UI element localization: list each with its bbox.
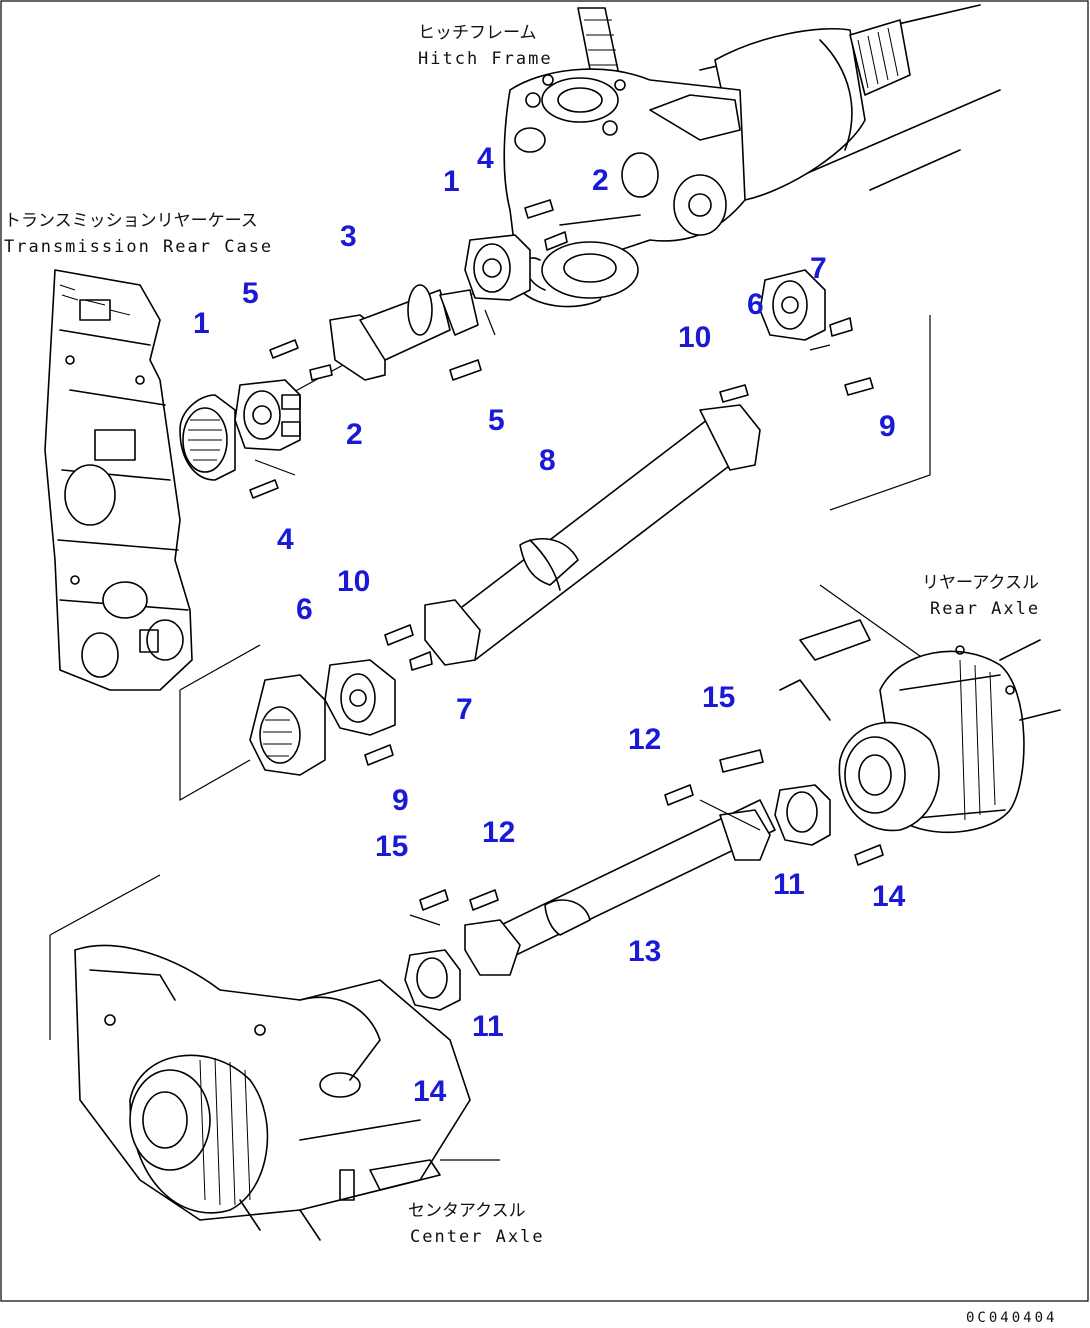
rear-axle-label-jp: リヤーアクスル xyxy=(922,573,1039,593)
callout-8: 8 xyxy=(539,444,556,477)
callout-1-upper: 1 xyxy=(443,165,460,198)
callout-2-upper: 2 xyxy=(592,164,609,197)
lower-shaft-assembly xyxy=(399,749,884,1056)
callout-15-upper: 15 xyxy=(702,681,735,714)
center-axle-label-jp: センタアクスル xyxy=(408,1201,526,1221)
rear-axle-drawing xyxy=(779,584,1061,834)
callout-9-upper: 9 xyxy=(879,410,896,443)
callout-13: 13 xyxy=(628,935,661,968)
hitch-frame-label-en: Hitch Frame xyxy=(418,49,553,69)
callout-11-right: 11 xyxy=(773,868,805,901)
callout-5-right: 5 xyxy=(488,404,505,437)
center-axle-label-en: Center Axle xyxy=(410,1227,545,1247)
callout-6-lower: 6 xyxy=(296,593,313,626)
callout-12-lower: 12 xyxy=(482,816,515,849)
transmission-label-en: Transmission Rear Case xyxy=(4,237,273,257)
callout-1-left: 1 xyxy=(193,307,210,340)
callout-12-upper: 12 xyxy=(628,723,661,756)
callout-5-left: 5 xyxy=(242,277,259,310)
rear-axle-label-en: Rear Axle xyxy=(930,599,1040,619)
callout-4-lower: 4 xyxy=(277,523,294,556)
callout-7-upper: 7 xyxy=(810,252,827,285)
callout-10-upper: 10 xyxy=(678,321,711,354)
transmission-case-drawing xyxy=(44,269,193,691)
frame-border xyxy=(0,0,1089,1302)
callout-3: 3 xyxy=(340,220,357,253)
middle-shaft-assembly xyxy=(179,269,931,802)
hitch-frame-label-jp: ヒッチフレーム xyxy=(418,23,537,43)
drawing-code: 0C040404 xyxy=(966,1310,1057,1326)
transmission-label-jp: トランスミッションリヤーケース xyxy=(4,211,258,231)
callout-15-lower: 15 xyxy=(375,830,408,863)
callout-11-left: 11 xyxy=(472,1010,504,1043)
upper-shaft-assembly xyxy=(179,199,568,499)
callout-4-upper: 4 xyxy=(477,142,494,175)
callout-7-lower: 7 xyxy=(456,693,473,726)
callout-9-lower: 9 xyxy=(392,784,409,817)
callout-14-left: 14 xyxy=(413,1075,447,1108)
callout-6-upper: 6 xyxy=(747,288,764,321)
callout-14-right: 14 xyxy=(872,880,906,913)
hitch-frame-drawing xyxy=(503,4,1001,308)
callout-2-left: 2 xyxy=(346,418,363,451)
callout-10-lower: 10 xyxy=(337,565,370,598)
center-axle-drawing xyxy=(49,874,500,1241)
